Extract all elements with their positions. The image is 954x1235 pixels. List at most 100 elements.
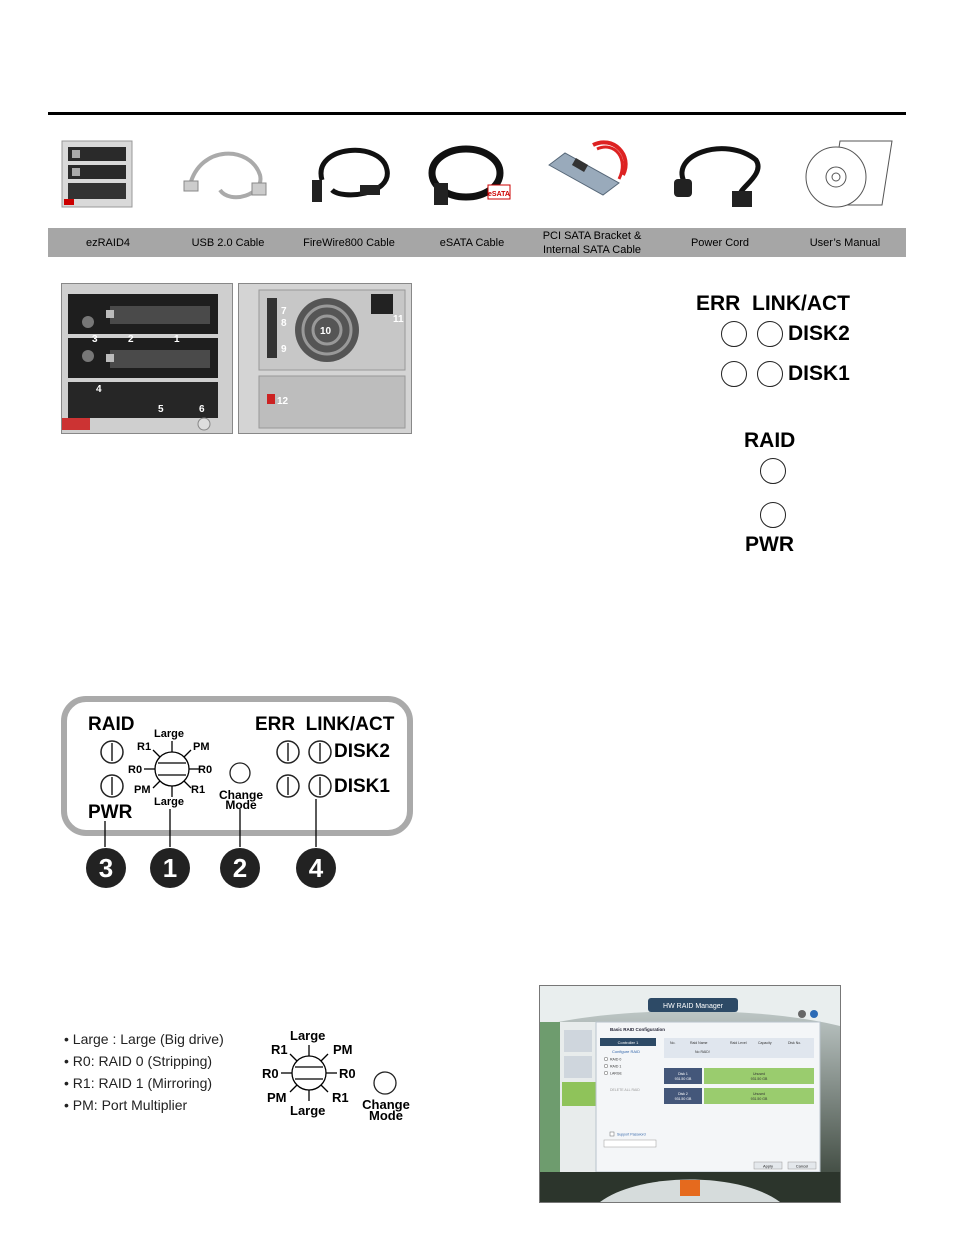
led-disk2-err	[721, 321, 747, 347]
legend-r1: • R1: RAID 1 (Mirroring)	[64, 1075, 213, 1091]
cp-disk1-label: DISK1	[334, 776, 390, 797]
led-disk1-err	[721, 361, 747, 387]
cp-number-4: 4	[309, 853, 324, 883]
ezraid4-enclosure-image	[58, 135, 158, 215]
app-option-large[interactable]: LARGE	[610, 1072, 623, 1076]
power-cord-image	[666, 135, 766, 215]
app-disk2-size: 931.50 GB	[675, 1097, 692, 1101]
led-pwr	[760, 502, 786, 528]
front-callout-3: 3	[92, 334, 98, 345]
front-callout-4: 4	[96, 384, 102, 395]
app-col-raid-name: Raid Name	[690, 1041, 708, 1045]
app-controller-label: Controller 1	[618, 1040, 639, 1045]
front-callout-1: 1	[174, 334, 180, 345]
cp-change-label: Change	[219, 788, 263, 802]
cp-number-3: 3	[99, 853, 113, 883]
front-panel-photo: 1 2 3 4 5 6	[61, 283, 233, 434]
cp-number-2: 2	[233, 853, 247, 883]
cp-change-mode-button	[229, 762, 251, 784]
product-label-power-cord: Power Cord	[690, 236, 750, 249]
cp-dial-r1-top: R1	[137, 741, 151, 753]
app-col-no: No.	[670, 1041, 675, 1045]
usb-cable-image	[180, 135, 280, 215]
led-disk2-label: DISK2	[788, 322, 850, 345]
esata-logo: eSATA	[488, 191, 510, 198]
product-label-pci-sata: PCI SATA Bracket & Internal SATA Cable	[534, 228, 650, 257]
front-callout-6: 6	[199, 404, 205, 415]
dial2-r1-bottom: R1	[332, 1090, 349, 1105]
section-rule	[48, 112, 906, 115]
cp-dial-r0-left: R0	[128, 764, 142, 776]
front-callout-2: 2	[128, 334, 134, 345]
control-panel-diagram: RAID PWR ERR LINK/ACT DISK2 DISK1 Large …	[61, 696, 413, 888]
legend-pm: • PM: Port Multiplier	[64, 1097, 188, 1113]
app-disk1-status: Unused	[753, 1072, 765, 1076]
product-label-usb: USB 2.0 Cable	[191, 236, 265, 249]
product-label-pci-sata-line2: Internal SATA Cable	[542, 243, 642, 256]
rear-callout-9: 9	[281, 344, 287, 355]
led-link-act-label: LINK/ACT	[752, 292, 850, 315]
app-col-disk-no: Disk No.	[788, 1041, 801, 1045]
product-label-esata: eSATA Cable	[439, 236, 505, 249]
cp-dial-large-bottom: Large	[154, 796, 184, 808]
app-no-raid: No RAID!	[695, 1050, 710, 1054]
cp-raid-label: RAID	[88, 714, 134, 735]
cp-mode-label: Mode	[225, 798, 257, 812]
hw-raid-manager-screenshot: HW RAID Manager Basic RAID Configuration…	[539, 985, 841, 1203]
app-disk2-name: Disk 2	[678, 1092, 688, 1096]
led-err-label: ERR	[696, 292, 741, 315]
cp-dial-r0-right: R0	[198, 764, 212, 776]
app-disk1-name: Disk 1	[678, 1072, 688, 1076]
cp-err-link-label: ERR LINK/ACT	[255, 714, 395, 735]
rear-panel-photo: 7 8 9 10 11 12	[238, 283, 412, 434]
led-disk2-link	[757, 321, 783, 347]
firewire-cable-image	[302, 135, 402, 215]
app-help-icon[interactable]	[810, 1010, 818, 1018]
dial2-change-label: Change	[362, 1097, 410, 1112]
cp-dial-pm-bottom: PM	[134, 784, 151, 796]
cp-dial-pm-top: PM	[193, 741, 210, 753]
dial2-r0-left: R0	[262, 1066, 279, 1081]
app-apply-button[interactable]: Apply	[763, 1164, 773, 1169]
app-col-raid-level: Raid Level	[730, 1041, 747, 1045]
app-disk2-status-size: 931.50 GB	[751, 1097, 768, 1101]
app-settings-icon[interactable]	[798, 1010, 806, 1018]
product-label-bar: ezRAID4 USB 2.0 Cable FireWire800 Cable …	[48, 228, 906, 257]
rear-callout-10: 10	[320, 326, 332, 337]
dial2-r1-top: R1	[271, 1042, 288, 1057]
app-option-raid0[interactable]: RAID 0	[610, 1058, 621, 1062]
dial2-change-mode-button	[373, 1071, 397, 1095]
app-option-raid1[interactable]: RAID 1	[610, 1065, 621, 1069]
app-configure-raid[interactable]: Configure RAID	[612, 1049, 640, 1054]
pci-sata-bracket-image	[543, 135, 643, 215]
cp-number-1: 1	[163, 853, 177, 883]
cp-dial-large-top: Large	[154, 728, 184, 740]
dial2-mode-label: Mode	[369, 1108, 403, 1123]
rear-callout-11: 11	[393, 314, 404, 325]
app-col-capacity: Capacity	[758, 1041, 772, 1045]
led-disk1-label: DISK1	[788, 362, 850, 385]
app-disk2-status: Unused	[753, 1092, 765, 1096]
dial2-pm-bottom: PM	[267, 1090, 287, 1105]
cp-pwr-label: PWR	[88, 802, 133, 823]
cp-dial-r1-bottom: R1	[191, 784, 205, 796]
led-pwr-label: PWR	[745, 533, 794, 556]
product-label-pci-sata-line1: PCI SATA Bracket &	[542, 229, 642, 242]
rear-callout-12: 12	[277, 396, 289, 407]
led-raid-label: RAID	[744, 429, 796, 452]
dial2-r0-right: R0	[339, 1066, 356, 1081]
app-disk1-size: 931.50 GB	[675, 1077, 692, 1081]
led-raid	[760, 458, 786, 484]
app-support-password[interactable]: Support Password	[617, 1133, 646, 1137]
dial2-pm-top: PM	[333, 1042, 353, 1057]
app-title: HW RAID Manager	[663, 1003, 724, 1010]
app-delete-all-raid[interactable]: DELETE ALL RAID	[610, 1088, 640, 1092]
product-label-firewire: FireWire800 Cable	[303, 236, 395, 249]
product-label-manual: User’s Manual	[809, 236, 881, 249]
users-manual-image	[800, 135, 900, 215]
esata-cable-image: eSATA	[424, 135, 524, 215]
cp-disk2-label: DISK2	[334, 741, 390, 762]
app-cancel-button[interactable]: Cancel	[796, 1164, 809, 1169]
app-section-title: Basic RAID Configuration	[610, 1027, 665, 1032]
product-label-ezraid4: ezRAID4	[85, 236, 131, 249]
